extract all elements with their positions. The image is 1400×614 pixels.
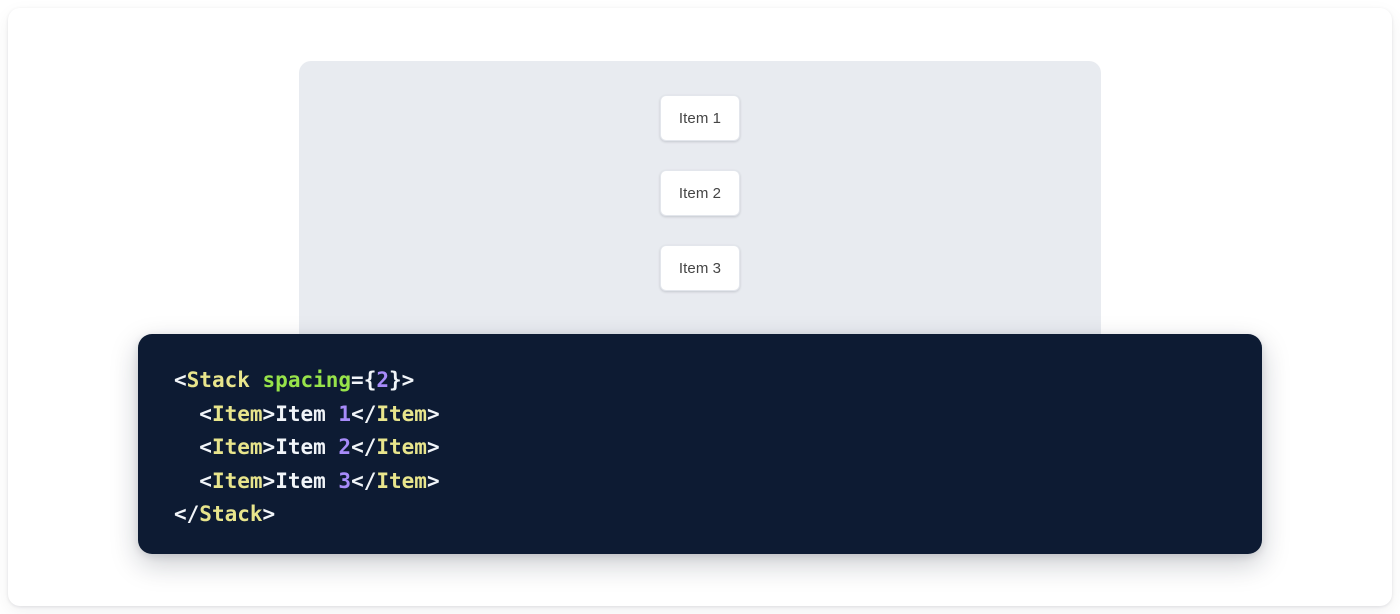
code-block[interactable]: <Stack spacing={2}> <Item>Item 1</Item> … xyxy=(174,364,1262,532)
code-token-text xyxy=(250,368,263,392)
stack-item-card[interactable]: Item 3 xyxy=(660,245,740,291)
code-token-text: Item xyxy=(275,468,339,493)
code-token-punctuation: > xyxy=(262,502,276,527)
stack-item-card[interactable]: Item 1 xyxy=(660,95,740,141)
code-token-number: 2 xyxy=(338,435,352,460)
code-token-punctuation: > xyxy=(262,401,276,426)
code-token-tag: Stack xyxy=(199,502,263,527)
code-token-punctuation: }> xyxy=(389,368,415,392)
code-line: <Item>Item 1</Item> xyxy=(174,401,440,426)
code-token-punctuation: ={ xyxy=(351,368,377,392)
code-token-punctuation: </ xyxy=(351,401,377,426)
code-indent xyxy=(174,402,199,426)
code-indent xyxy=(174,469,199,493)
code-line: </Stack> xyxy=(174,502,275,526)
code-token-tag: Item xyxy=(376,468,427,493)
code-token-tag: Stack xyxy=(186,368,250,392)
code-token-punctuation: </ xyxy=(351,468,377,493)
code-token-text: Item xyxy=(275,435,339,460)
stack-preview-panel: Item 1 Item 2 Item 3 xyxy=(299,61,1101,361)
code-token-punctuation: < xyxy=(199,468,212,493)
code-token-punctuation: < xyxy=(199,401,212,426)
code-snippet-panel: <Stack spacing={2}> <Item>Item 1</Item> … xyxy=(138,334,1262,554)
code-token-attribute: spacing xyxy=(262,368,352,392)
code-indent xyxy=(174,435,199,459)
code-token-number: 3 xyxy=(338,468,352,493)
code-token-punctuation: < xyxy=(174,368,187,392)
code-token-punctuation: > xyxy=(262,435,276,460)
code-token-punctuation: > xyxy=(426,401,440,426)
code-token-number: 1 xyxy=(338,401,352,426)
code-token-punctuation: </ xyxy=(351,435,377,460)
stack-item-label: Item 1 xyxy=(678,109,722,127)
code-token-punctuation: > xyxy=(426,468,440,493)
code-token-tag: Item xyxy=(376,435,427,460)
stack-container: Item 1 Item 2 Item 3 xyxy=(660,95,740,291)
stack-item-label: Item 3 xyxy=(678,259,722,277)
stack-item-label: Item 2 xyxy=(678,184,722,202)
code-line: <Item>Item 3</Item> xyxy=(174,468,440,493)
code-line: <Item>Item 2</Item> xyxy=(174,435,440,460)
code-token-punctuation: </ xyxy=(174,502,200,527)
code-token-tag: Item xyxy=(211,401,263,426)
code-token-tag: Item xyxy=(376,401,427,426)
code-token-punctuation: < xyxy=(199,435,212,460)
code-token-number: 2 xyxy=(376,368,389,392)
code-token-punctuation: > xyxy=(262,468,276,493)
code-token-text: Item xyxy=(275,401,339,426)
code-token-tag: Item xyxy=(211,468,263,493)
code-token-tag: Item xyxy=(211,435,263,460)
code-token-punctuation: > xyxy=(426,435,440,460)
code-line: <Stack spacing={2}> xyxy=(174,368,414,392)
stack-item-card[interactable]: Item 2 xyxy=(660,170,740,216)
